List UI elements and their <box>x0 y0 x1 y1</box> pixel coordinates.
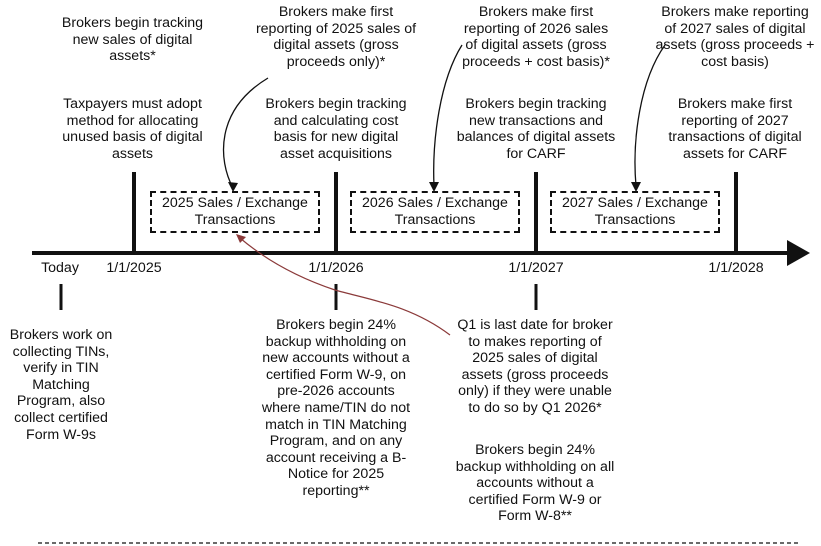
arrow-2027-reporting-head <box>631 182 641 192</box>
text-2028-carf-reporting: Brokers make first reporting of 2027 tra… <box>668 96 802 162</box>
text-2027-q1-deadline: Q1 is last date for broker to makes repo… <box>457 317 613 416</box>
date-2028: 1/1/2028 <box>708 260 764 276</box>
arrow-2027-reporting <box>634 44 666 187</box>
arrow-2026-reporting <box>433 44 463 187</box>
text-2026-backup-withholding: Brokers begin 24% backup withholding on … <box>261 317 411 499</box>
text-2026-cost-basis: Brokers begin tracking and calculating c… <box>265 96 407 162</box>
arrow-2025-reporting-head <box>228 182 238 192</box>
text-2027-first-reporting: Brokers make first reporting of 2026 sal… <box>462 4 610 70</box>
date-2025: 1/1/2025 <box>106 260 162 276</box>
arrow-2025-reporting <box>222 77 269 189</box>
timeline-arrowhead <box>787 240 810 266</box>
box-2027-transactions: 2027 Sales / Exchange Transactions <box>550 191 720 233</box>
date-2027: 1/1/2027 <box>508 260 564 276</box>
box-2026-transactions: 2026 Sales / Exchange Transactions <box>350 191 520 233</box>
box-2025-transactions: 2025 Sales / Exchange Transactions <box>150 191 320 233</box>
text-2025-basis-method: Taxpayers must adopt method for allocati… <box>62 96 203 162</box>
text-today-tin-collection: Brokers work on collecting TINs, verify … <box>9 327 113 443</box>
text-2027-backup-withholding: Brokers begin 24% backup withholding on … <box>455 442 615 525</box>
arrow-2026-reporting-head <box>429 182 439 192</box>
text-2027-carf-tracking: Brokers begin tracking new transactions … <box>456 96 616 162</box>
text-2026-first-reporting: Brokers make first reporting of 2025 sal… <box>255 4 417 70</box>
q1-connector-head <box>236 234 246 243</box>
text-2028-reporting: Brokers make reporting of 2027 sales of … <box>655 4 815 70</box>
q1-connector <box>239 237 451 336</box>
date-today: Today <box>41 260 79 276</box>
text-2025-tracking: Brokers begin tracking new sales of digi… <box>61 15 204 65</box>
date-2026: 1/1/2026 <box>308 260 364 276</box>
